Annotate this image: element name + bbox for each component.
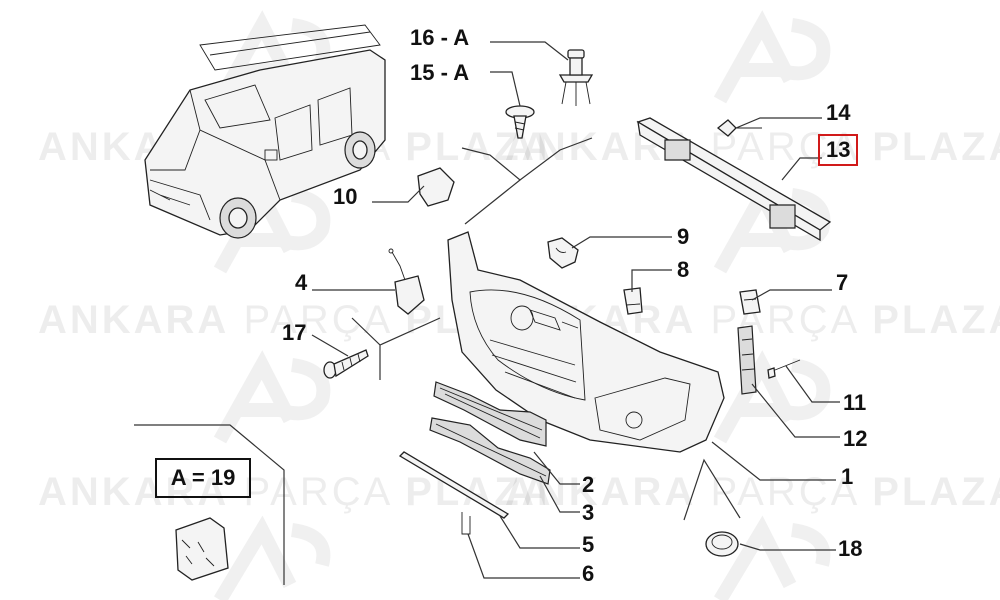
part-6-clip <box>461 512 471 535</box>
callout-2: 2 <box>582 472 595 497</box>
part-18-plug <box>705 531 739 557</box>
part-17-screw <box>323 349 369 379</box>
callout-12: 12 <box>843 426 868 451</box>
callout-10: 10 <box>333 184 358 209</box>
callout-11: 11 <box>843 390 867 415</box>
van-illustration <box>144 24 386 239</box>
callout-17: 17 <box>282 320 307 345</box>
part-10-cap <box>417 167 455 207</box>
callout-7: 7 <box>836 270 849 295</box>
part-4-cover <box>388 248 425 315</box>
leader-lines <box>134 41 840 585</box>
callout-6: 6 <box>582 561 595 586</box>
part-12-strip <box>737 325 757 395</box>
part-9-bracket <box>547 237 579 269</box>
part-14-clip <box>716 119 762 137</box>
callout-1: 1 <box>841 464 854 489</box>
callout-18: 18 <box>838 536 863 561</box>
part-11-pin <box>767 359 801 379</box>
watermark-logo <box>213 10 831 600</box>
callout-5: 5 <box>582 532 595 557</box>
part-8-bracket <box>623 287 643 315</box>
part-1-bumper <box>447 231 725 453</box>
part-3-grille <box>429 417 551 485</box>
part-16-rivet <box>558 49 594 106</box>
watermark-row-3: ANKARA PARÇA PLAZA <box>38 470 554 514</box>
part-2-grille <box>433 381 547 447</box>
part-7-bracket <box>739 289 761 315</box>
callout-15: 15 - A <box>410 60 470 85</box>
part-15-screw <box>505 105 535 139</box>
callout-13-highlighted: 13 <box>818 134 859 166</box>
callout-3: 3 <box>582 500 595 525</box>
legend-box-a: A = 19 <box>155 458 251 498</box>
callout-16: 16 - A <box>410 25 470 50</box>
callout-9: 9 <box>677 224 690 249</box>
part-13-beam <box>636 117 832 242</box>
callout-8: 8 <box>677 257 690 282</box>
part-19-bag <box>175 517 229 581</box>
part-5-strip <box>398 451 510 519</box>
callout-14: 14 <box>826 100 851 125</box>
callout-4: 4 <box>295 270 308 295</box>
